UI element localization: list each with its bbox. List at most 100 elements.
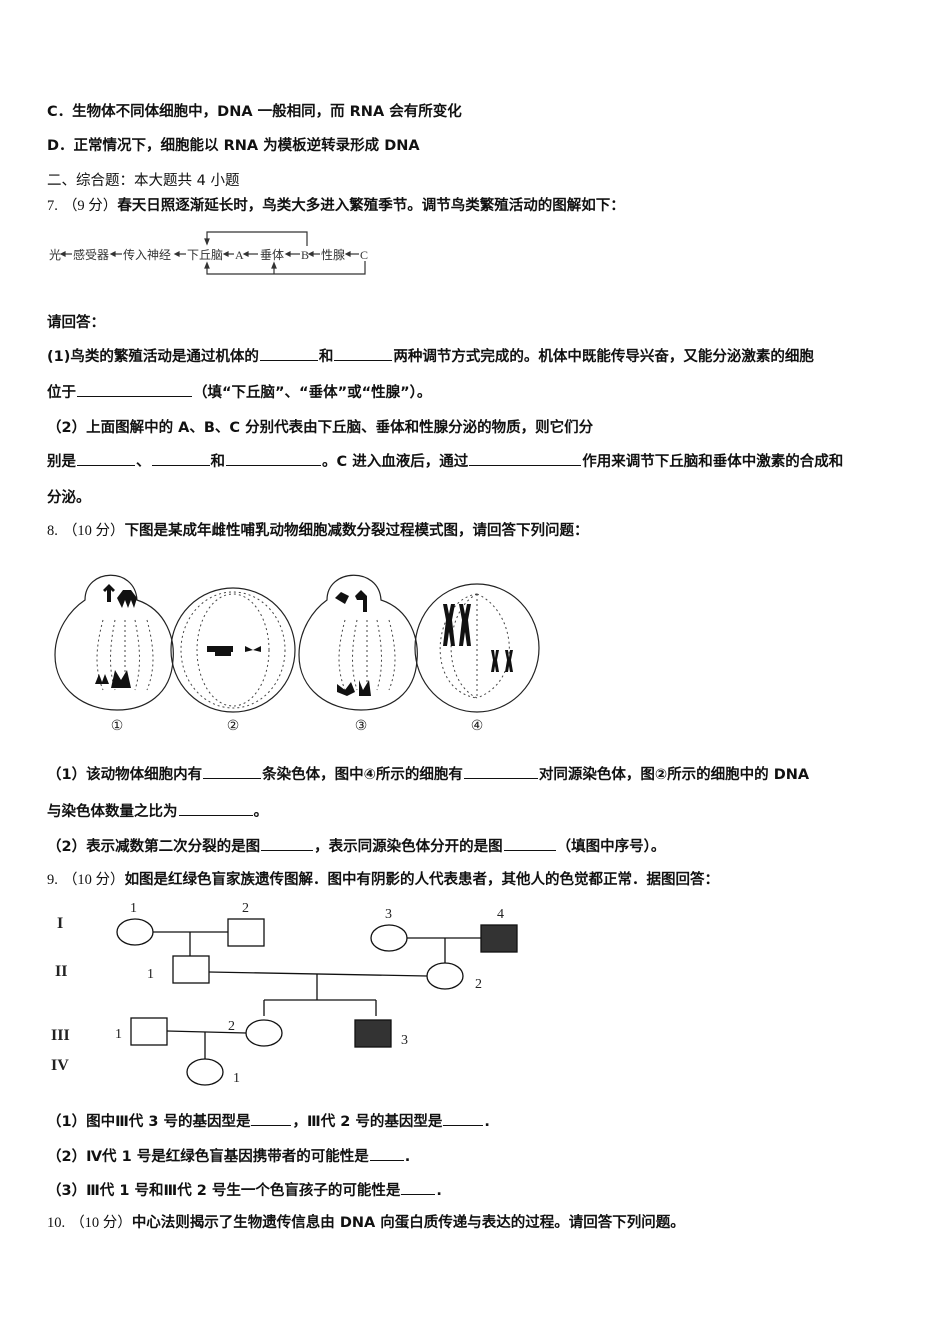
I-1-female: [116, 918, 154, 946]
pedigree-illustration: I II III IV: [51, 901, 518, 1086]
svg-text:传入神经: 传入神经: [123, 247, 171, 262]
figure-label-3: ③: [355, 719, 368, 734]
svg-text:C: C: [360, 248, 368, 262]
svg-text:垂体: 垂体: [260, 248, 284, 262]
svg-text:A: A: [235, 248, 244, 262]
q10-stem: 中心法则揭示了生物遗传信息由 DNA 向蛋白质传递与表达的过程。请回答下列问题。: [131, 1215, 685, 1231]
II-1-male: [172, 955, 210, 984]
q9-pedigree-chart: I II III IV: [45, 898, 545, 1102]
option-c: C．生物体不同体细胞中，DNA 一般相同，而 RNA 会有所变化: [47, 102, 462, 122]
q10-number: 10.: [47, 1215, 66, 1231]
q7-stem: 春天日照逐渐延长时，鸟类大多进入繁殖季节。调节鸟类繁殖活动的图解如下：: [117, 198, 625, 214]
q7-p2-line3: 分泌。: [47, 490, 91, 506]
cell-2-outline: [170, 587, 296, 713]
q9-p2-line: （2）Ⅳ代 1 号是红绿色盲基因携带者的可能性是.: [47, 1146, 410, 1167]
section-title: 二、综合题：本大题共 4 小题: [47, 173, 240, 189]
q8-p2-text-2: ，表示同源染色体分开的是图: [314, 839, 503, 855]
generation-label-2: II: [55, 963, 67, 980]
figure-label-2: ②: [227, 719, 240, 734]
q7-stem-line: 7. （9 分）春天日照逐渐延长时，鸟类大多进入繁殖季节。调节鸟类繁殖活动的图解…: [47, 196, 625, 216]
flow-diagram: 光 感受器 传入神经 下丘脑 A 垂体 B 性腺 C: [49, 231, 368, 275]
q9-p1-line: （1）图中Ⅲ代 3 号的基因型是 ，Ⅲ代 2 号的基因型是.: [47, 1111, 490, 1132]
q9-answer-blank-4[interactable]: [401, 1180, 436, 1195]
meiosis-cells-illustration: ① ② ③ ④: [54, 574, 540, 734]
q7-regulation-diagram: 光 感受器 传入神经 下丘脑 A 垂体 B 性腺 C: [45, 228, 375, 282]
q7-answer-blank-3[interactable]: [77, 382, 192, 397]
q7-answer-blank-1[interactable]: [259, 346, 318, 361]
cell-4-outline: [414, 583, 540, 713]
q7-p2-line2: 别是、和。C 进入血液后，通过作用来调节下丘脑和垂体中激素的合成和: [47, 451, 843, 472]
I-2-male: [227, 918, 265, 947]
q9-answer-blank-1[interactable]: [251, 1111, 292, 1126]
q8-p1-text-4: 与染色体数量之比为: [47, 804, 178, 820]
q9-answer-blank-3[interactable]: [369, 1146, 404, 1161]
q7-p1-text-3: 位于: [47, 385, 76, 401]
q7-p1-text: (1)鸟类的繁殖活动是通过机体的: [47, 349, 259, 365]
svg-text:2: 2: [475, 977, 482, 992]
q8-p1-text-2: 条染色体，图中④所示的细胞有: [262, 767, 463, 783]
q8-answer-blank-2[interactable]: [463, 764, 538, 779]
q7-answer-blank-2[interactable]: [334, 346, 393, 361]
q7-p1-and: 和: [318, 349, 334, 365]
svg-text:下丘脑: 下丘脑: [187, 248, 223, 262]
q8-answer-blank-3[interactable]: [178, 801, 253, 816]
q9-p2-text: （2）Ⅳ代 1 号是红绿色盲基因携带者的可能性是: [47, 1149, 369, 1165]
q9-stem: 如图是红绿色盲家族遗传图解．图中有阴影的人代表患者，其他人的色觉都正常．据图回答…: [124, 872, 720, 888]
svg-text:光: 光: [49, 248, 61, 262]
I-3-female: [370, 924, 408, 952]
q7-p1-line2: 位于（填“下丘脑”、“垂体”或“性腺”）。: [47, 382, 431, 403]
svg-text:感受器: 感受器: [73, 247, 109, 262]
q7-number: 7.: [47, 198, 58, 214]
III-3-male-affected: [354, 1019, 392, 1048]
I-4-male-affected: [480, 924, 518, 953]
q9-p1-text-3: .: [484, 1114, 490, 1130]
q7-answer-blank-7[interactable]: [469, 451, 582, 466]
generation-label-1: I: [57, 915, 63, 932]
option-d-text: 正常情况下，细胞能以 RNA 为模板逆转录形成 DNA: [73, 138, 420, 154]
svg-text:性腺: 性腺: [321, 248, 345, 262]
q9-p1-text-2: ，Ⅲ代 2 号的基因型是: [292, 1114, 443, 1130]
option-c-label: C．: [47, 104, 73, 120]
option-d: D．正常情况下，细胞能以 RNA 为模板逆转录形成 DNA: [47, 136, 420, 156]
q9-p2-text-2: .: [404, 1149, 411, 1165]
figure-label-4: ④: [471, 719, 484, 734]
q7-answer-blank-6[interactable]: [226, 451, 321, 466]
q8-answer-blank-4[interactable]: [261, 836, 314, 851]
svg-text:3: 3: [401, 1033, 408, 1048]
III-2-female: [245, 1019, 283, 1047]
q7-score: （9 分）: [62, 198, 118, 214]
q7-p1-text-2: 两种调节方式完成的。机体中既能传导兴奋，又能分泌激素的细胞: [393, 349, 814, 365]
q8-p1-line1: （1）该动物体细胞内有条染色体，图中④所示的细胞有对同源染色体，图②所示的细胞中…: [47, 764, 809, 785]
svg-text:2: 2: [242, 901, 249, 916]
q9-p1-text: （1）图中Ⅲ代 3 号的基因型是: [47, 1114, 251, 1130]
q7-answer-blank-5[interactable]: [151, 451, 210, 466]
q7-answer-blank-4[interactable]: [77, 451, 135, 466]
generation-label-3: III: [51, 1027, 70, 1044]
q9-stem-line: 9. （10 分）如图是红绿色盲家族遗传图解．图中有阴影的人代表患者，其他人的色…: [47, 870, 719, 890]
q8-p1-line2: 与染色体数量之比为 。: [47, 801, 268, 822]
q9-answer-blank-2[interactable]: [443, 1111, 484, 1126]
q8-answer-blank-1[interactable]: [203, 764, 262, 779]
q8-p1-text: （1）该动物体细胞内有: [47, 767, 203, 783]
q9-p3-text-2: .: [436, 1183, 442, 1199]
q8-p1-text-5: 。: [253, 804, 269, 820]
q8-stem-line: 8. （10 分）下图是某成年雌性哺乳动物细胞减数分裂过程模式图，请回答下列问题…: [47, 521, 589, 541]
III-1-male: [130, 1017, 168, 1046]
generation-label-4: IV: [51, 1057, 69, 1074]
q9-p3-line: （3）Ⅲ代 1 号和Ⅲ代 2 号生一个色盲孩子的可能性是.: [47, 1180, 442, 1201]
svg-text:1: 1: [115, 1027, 122, 1042]
q8-answer-blank-5[interactable]: [503, 836, 556, 851]
svg-text:1: 1: [233, 1071, 240, 1086]
cell-3-outline: [298, 574, 418, 711]
q7-p2-text-3: 作用来调节下丘脑和垂体中激素的合成和: [582, 454, 844, 470]
cell-1-outline: [54, 574, 174, 711]
IV-1-female: [186, 1058, 224, 1086]
q8-score: （10 分）: [62, 523, 125, 539]
option-c-text: 生物体不同体细胞中，DNA 一般相同，而 RNA 会有所变化: [72, 104, 462, 120]
svg-text:B: B: [301, 248, 309, 262]
q7-p2-text-2: 。C 进入血液后，通过: [322, 454, 469, 470]
q7-p2-line1: （2）上面图解中的 A、B、C 分别代表由下丘脑、垂体和性腺分泌的物质，则它们分: [47, 420, 594, 436]
svg-text:3: 3: [385, 907, 392, 922]
II-2-female: [426, 962, 464, 990]
q8-stem: 下图是某成年雌性哺乳动物细胞减数分裂过程模式图，请回答下列问题：: [124, 523, 589, 539]
